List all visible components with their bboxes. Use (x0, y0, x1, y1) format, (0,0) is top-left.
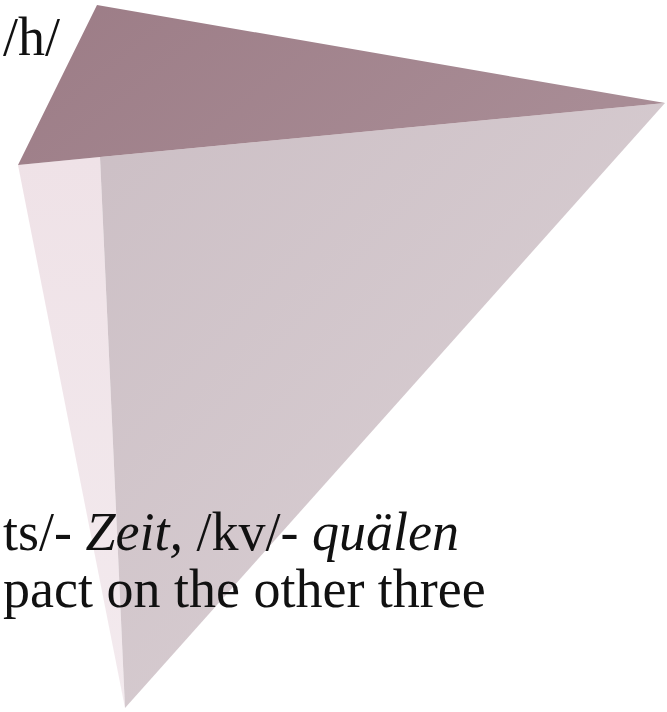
phoneme-label: /h/ (3, 10, 60, 64)
front-face (100, 103, 665, 708)
phoneme-label: /kv/- (197, 505, 299, 559)
top-face (18, 5, 665, 165)
example-word: Zeit, (86, 505, 184, 559)
example-line: ts/- Zeit,/kv/-quälen (3, 505, 459, 559)
phoneme-label: ts/- (3, 505, 72, 559)
example-word: quälen (312, 505, 459, 559)
body-text: pact on the other three (3, 562, 486, 616)
